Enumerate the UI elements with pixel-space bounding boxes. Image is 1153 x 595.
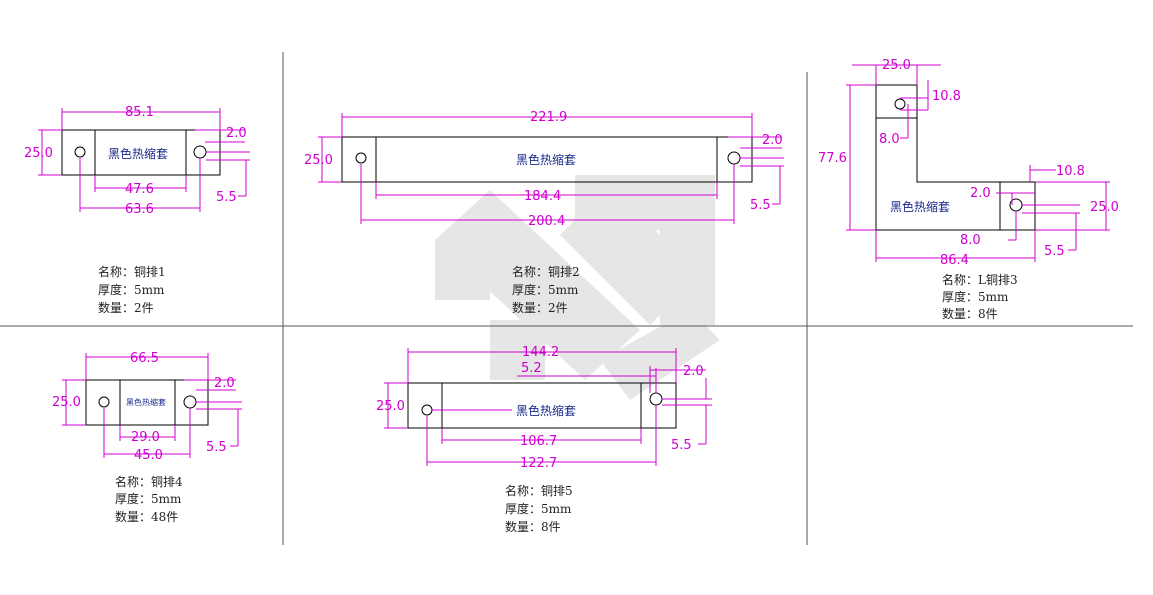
part-quantity: 数量：8件	[505, 519, 561, 534]
part-3-info: 名称：L铜排3 厚度：5mm 数量：8件	[942, 272, 1018, 321]
part-thickness: 厚度：5mm	[115, 491, 182, 506]
dim-hole-gap: 2.0	[683, 364, 704, 379]
part-thickness: 厚度：5mm	[98, 282, 165, 297]
dim-hole-span: 45.0	[134, 448, 163, 463]
part-name: 名称：铜排1	[98, 264, 166, 279]
part-thickness: 厚度：5mm	[942, 289, 1009, 304]
part-quantity: 数量：48件	[115, 509, 178, 524]
dim-height: 77.6	[818, 151, 847, 166]
dim-hole-offset: 5.5	[216, 190, 237, 205]
dim-overall: 144.2	[522, 345, 559, 360]
dim-edge: 5.2	[521, 361, 542, 376]
dim-hole-span: 122.7	[520, 456, 557, 471]
grid-lines	[0, 52, 1133, 545]
sleeve-label: 黑色热缩套	[126, 397, 166, 407]
part-2-drawing: 黑色热缩套 221.9 25.0 2.0 5.5 184.4 200.4	[304, 110, 784, 229]
part-3-drawing: 黑色热缩套 25.0 10.8 8.0 77.6 10.8 2.0 25.0 8…	[818, 58, 1119, 268]
part-5-drawing: 黑色热缩套 144.2 5.2 2.0 25.0 5.5 106.7 122.7	[376, 345, 712, 471]
part-quantity: 数量：2件	[98, 300, 154, 315]
dim-hole-span: 200.4	[528, 214, 565, 229]
dim-right-offset: 5.5	[1044, 244, 1065, 259]
sleeve-label: 黑色热缩套	[108, 146, 168, 161]
part-5-info: 名称：铜排5 厚度：5mm 数量：8件	[505, 483, 573, 534]
part-name: 名称：L铜排3	[942, 272, 1018, 287]
dim-overall: 85.1	[125, 105, 154, 120]
sleeve-label: 黑色热缩套	[516, 403, 576, 418]
part-name: 名称：铜排2	[512, 264, 580, 279]
dim-sleeve: 29.0	[131, 430, 160, 445]
dim-top-width: 25.0	[882, 58, 911, 73]
part-quantity: 数量：2件	[512, 300, 568, 315]
dim-overall: 221.9	[530, 110, 567, 125]
part-name: 名称：铜排4	[115, 474, 183, 489]
part-name: 名称：铜排5	[505, 483, 573, 498]
dim-hole-offset: 5.5	[206, 440, 227, 455]
dim-height: 25.0	[52, 395, 81, 410]
dim-right-hole-y: 8.0	[960, 233, 981, 248]
part-4-info: 名称：铜排4 厚度：5mm 数量：48件	[115, 474, 183, 524]
part-quantity: 数量：8件	[942, 306, 998, 321]
sleeve-label: 黑色热缩套	[890, 199, 950, 214]
dim-hole-gap: 2.0	[226, 126, 247, 141]
dim-sleeve: 47.6	[125, 182, 154, 197]
dim-right-hole-x: 10.8	[1056, 164, 1085, 179]
dim-hole-offset: 5.5	[750, 198, 771, 213]
dim-top-hole-x: 10.8	[932, 89, 961, 104]
dim-right-hole-gap: 2.0	[970, 186, 991, 201]
dim-hole-span: 63.6	[125, 202, 154, 217]
part-1-drawing: 黑色热缩套 85.1 25.0 2.0 5.5 47.6 63.6	[24, 105, 250, 217]
part-2-info: 名称：铜排2 厚度：5mm 数量：2件	[512, 264, 580, 315]
part-1-info: 名称：铜排1 厚度：5mm 数量：2件	[98, 264, 166, 315]
dim-hole-gap: 2.0	[762, 133, 783, 148]
dim-sleeve: 106.7	[520, 434, 557, 449]
part-thickness: 厚度：5mm	[505, 501, 572, 516]
dim-top-hole-y: 8.0	[879, 132, 900, 147]
dim-overall: 86.4	[940, 253, 969, 268]
dim-overall: 66.5	[130, 351, 159, 366]
dim-height: 25.0	[304, 153, 333, 168]
sleeve-label: 黑色热缩套	[516, 152, 576, 167]
dim-height: 25.0	[376, 399, 405, 414]
dim-height: 25.0	[24, 146, 53, 161]
part-thickness: 厚度：5mm	[512, 282, 579, 297]
dim-sleeve: 184.4	[524, 189, 561, 204]
dim-right-height: 25.0	[1090, 200, 1119, 215]
dim-hole-gap: 2.0	[214, 376, 235, 391]
dim-hole-offset: 5.5	[671, 438, 692, 453]
part-4-drawing: 黑色热缩套 66.5 25.0 2.0 5.5 29.0 45.0	[52, 351, 242, 463]
